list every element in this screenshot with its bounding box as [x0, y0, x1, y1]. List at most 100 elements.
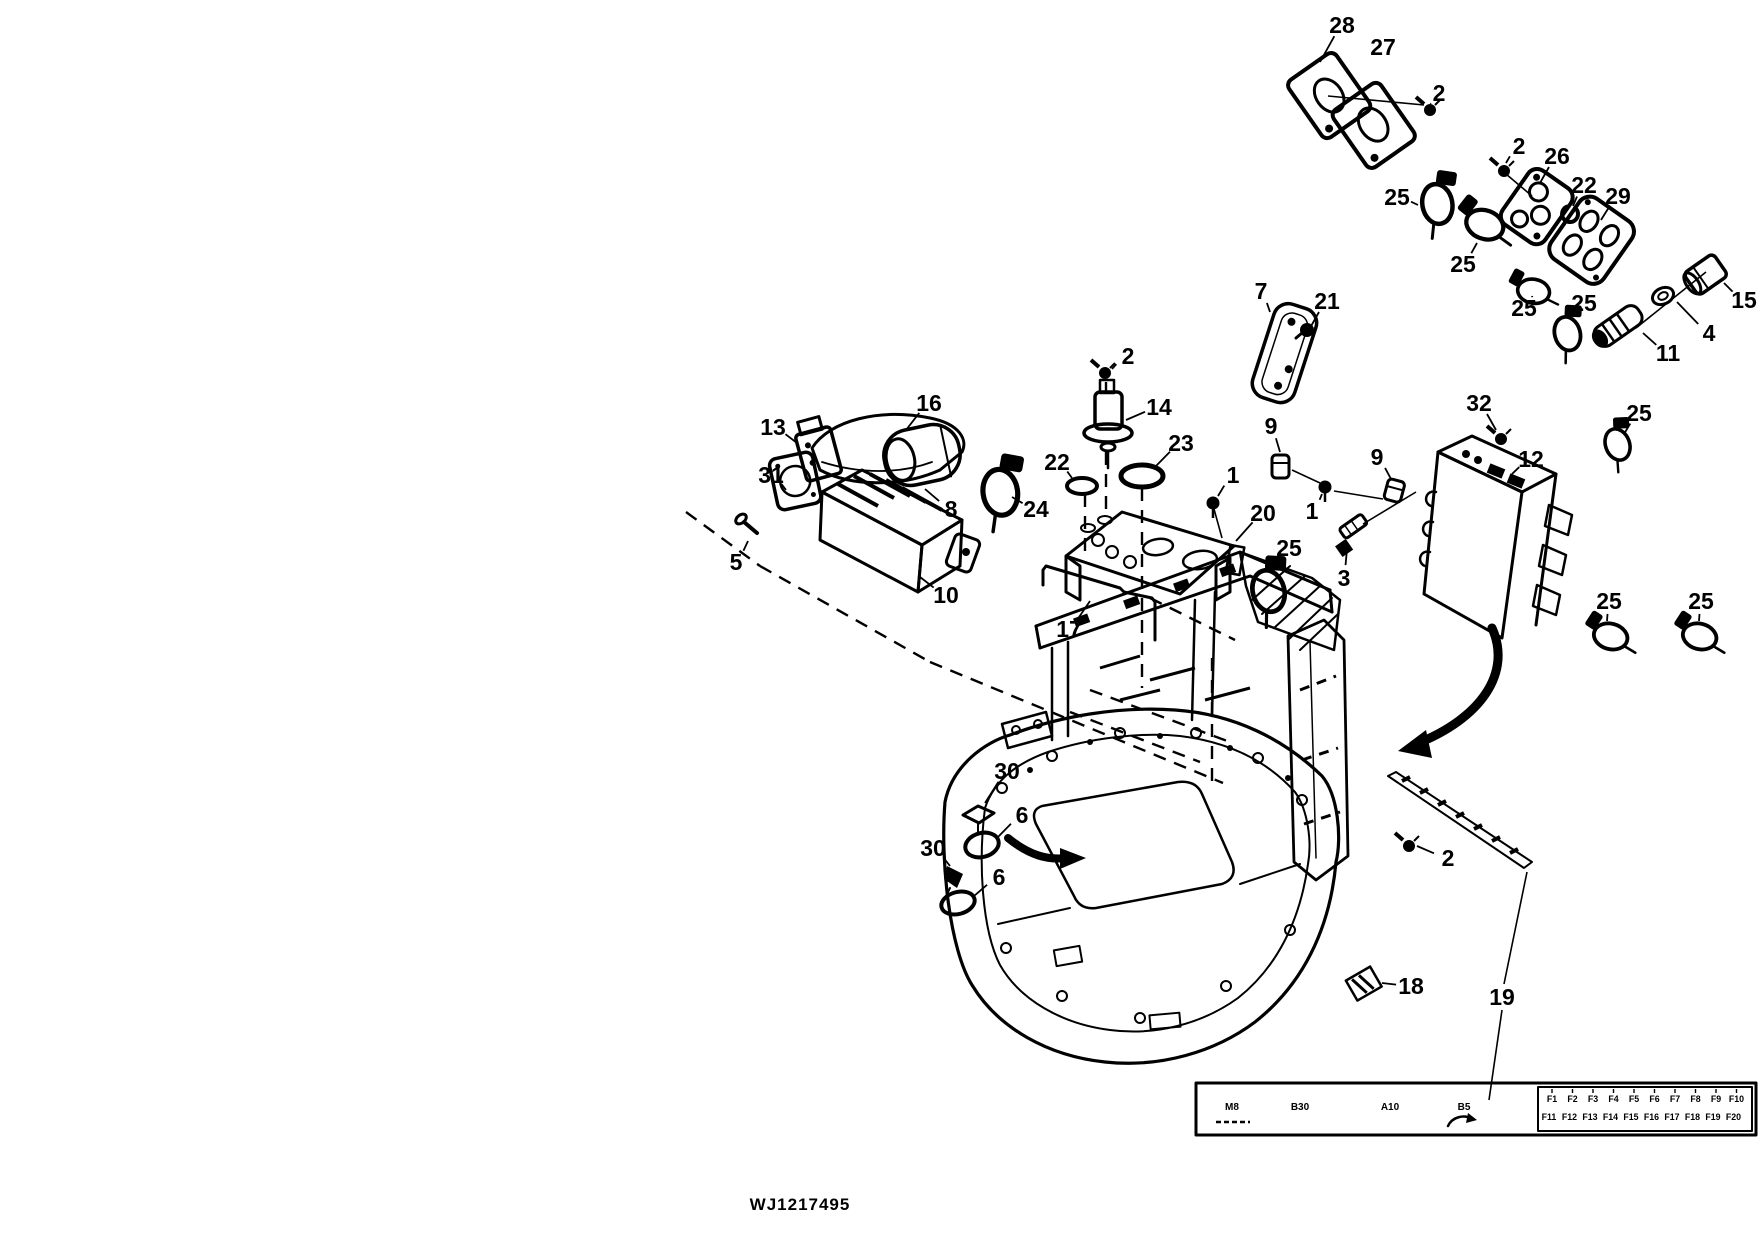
callout-leader — [919, 576, 935, 589]
callout-leader — [1275, 558, 1282, 568]
alignment-line — [1213, 508, 1223, 539]
decal-marking-label: A10 — [1381, 1102, 1400, 1113]
callout-label-11: 11 — [1656, 340, 1681, 366]
callout-leader — [1642, 332, 1657, 346]
callout-leader — [1235, 521, 1254, 542]
callout-label-31: 31 — [758, 462, 784, 488]
callout-label-5: 5 — [730, 549, 743, 575]
part-10-resistor — [818, 468, 982, 594]
part-13-relay — [794, 415, 843, 483]
alignment-line — [1488, 1009, 1503, 1101]
part-22-grommet — [1560, 204, 1580, 224]
callout-label-12: 12 — [1518, 446, 1544, 472]
callout-leader — [1511, 466, 1520, 475]
callout-leader — [1600, 206, 1611, 221]
callout-label-9: 9 — [1265, 413, 1278, 439]
part-11-sensor — [1591, 304, 1644, 348]
callout-leader — [1217, 485, 1226, 497]
part-25-clamp — [1244, 550, 1303, 629]
part-26-bracket — [1498, 166, 1575, 247]
callout-label-25: 25 — [1596, 588, 1622, 614]
part-4-washer — [1650, 285, 1676, 307]
part-19-strip — [1387, 771, 1533, 869]
callout-leader — [742, 540, 749, 552]
fuse-label-F12: F12 — [1562, 1112, 1577, 1122]
part-9-clip — [1382, 477, 1406, 504]
part-8-horn — [882, 422, 962, 488]
alignment-lines — [1213, 95, 1707, 1101]
callout-leader — [1318, 493, 1323, 501]
callout-leader — [942, 856, 951, 867]
callout-label-28: 28 — [1329, 12, 1355, 38]
callout-leader — [1723, 282, 1734, 293]
callout-label-25: 25 — [1626, 400, 1652, 426]
image-code: WJ1217495 — [750, 1195, 851, 1214]
part-25-clamp — [1417, 166, 1468, 239]
callout-label-6: 6 — [1016, 802, 1029, 828]
part-28-plate — [1286, 51, 1373, 141]
callout-label-21: 21 — [1314, 288, 1340, 314]
fuse-label-F3: F3 — [1588, 1094, 1598, 1104]
callout-leader — [905, 412, 920, 431]
callout-leader — [1416, 845, 1435, 855]
callout-leader — [1606, 613, 1609, 622]
dashed-axis-line — [1089, 688, 1231, 744]
callout-label-2: 2 — [1122, 343, 1135, 369]
fuse-label-F9: F9 — [1711, 1094, 1721, 1104]
fuse-label-F8: F8 — [1690, 1094, 1700, 1104]
alignment-line — [1291, 469, 1321, 484]
dashed-axis-line — [929, 660, 1224, 785]
callout-label-25: 25 — [1571, 290, 1597, 316]
part-7-bracket — [1250, 301, 1319, 405]
alignment-line — [1505, 173, 1533, 197]
part-9-clip — [1270, 453, 1291, 480]
alignment-line — [1635, 271, 1707, 329]
fuse-label-F5: F5 — [1629, 1094, 1639, 1104]
callout-label-2: 2 — [1433, 80, 1446, 106]
dashed-axis-line — [1069, 710, 1201, 764]
callout-label-16: 16 — [916, 390, 942, 416]
dashed-axis-line — [685, 511, 761, 567]
callout-label-25: 25 — [1688, 588, 1714, 614]
callout-label-7: 7 — [1255, 278, 1268, 304]
callout-leader — [1410, 200, 1419, 206]
callout-label-1: 1 — [1306, 498, 1319, 524]
assembly-arrow-left — [1004, 834, 1070, 863]
callout-label-25: 25 — [1450, 251, 1476, 277]
callout-leader — [1155, 451, 1171, 467]
callout-label-22: 22 — [1571, 172, 1597, 198]
dashed-axis-lines — [685, 382, 1236, 790]
callout-leader — [1384, 467, 1392, 480]
part-14-solenoid — [1082, 378, 1134, 470]
callout-leader — [973, 884, 988, 897]
callout-label-25: 25 — [1384, 184, 1410, 210]
callout-leader — [1572, 312, 1576, 317]
callout-leader — [924, 488, 940, 502]
callout-leader — [984, 781, 1000, 804]
callout-leader — [996, 823, 1012, 839]
callout-label-13: 13 — [760, 414, 786, 440]
part-15-cap — [1682, 253, 1728, 296]
callout-label-20: 20 — [1250, 500, 1276, 526]
decal-marking-label: B5 — [1458, 1102, 1471, 1113]
callout-leader — [1266, 302, 1271, 313]
callout-label-29: 29 — [1605, 183, 1631, 209]
assembly-arrow-right — [1411, 623, 1503, 749]
callout-label-27: 27 — [1370, 34, 1396, 60]
callout-label-18: 18 — [1398, 973, 1424, 999]
part-25-clamp — [1666, 606, 1735, 658]
assembly-arrow-right-head — [1398, 730, 1432, 758]
callout-label-14: 14 — [1146, 394, 1172, 420]
callout-leader — [1572, 196, 1578, 207]
callout-label-4: 4 — [1703, 320, 1716, 346]
callout-label-22: 22 — [1044, 449, 1070, 475]
alignment-line — [1327, 95, 1425, 106]
part-31-gasket — [767, 450, 823, 512]
decal-arrow-marking-head — [1466, 1113, 1477, 1123]
part-2-screw — [1488, 156, 1516, 179]
callout-leader-lines — [742, 35, 1734, 986]
fuse-label-F1: F1 — [1547, 1094, 1557, 1104]
fuse-label-F4: F4 — [1608, 1094, 1618, 1104]
